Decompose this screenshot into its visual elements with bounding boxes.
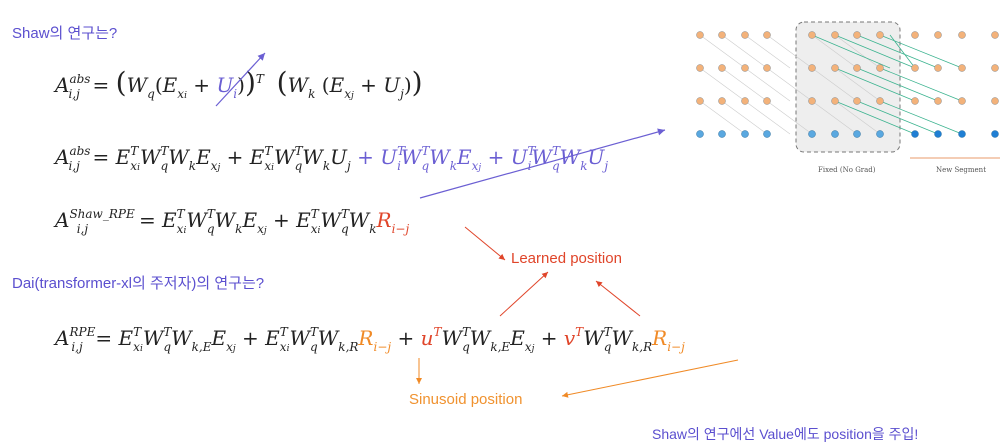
arrow-u-to-learned — [499, 271, 549, 317]
arrow-rij2-to-sinusoid — [561, 359, 739, 398]
sinusoid-position-label: Sinusoid position — [409, 391, 523, 408]
value-position-note: Shaw의 연구에선 Value에도 position을 주입! — [652, 426, 919, 442]
heading-shaw: Shaw의 연구는? — [12, 25, 118, 42]
equation-abs-1: Aabsi,j = (Wq(Exi + Ui))T (Wk (Exj + Uj)… — [55, 66, 423, 101]
equation-shaw-rpe: AShaw_RPEi,j = ETxiWTqWkExj + ETxiWTqWkR… — [55, 207, 410, 236]
strike-ui-arrow — [215, 52, 266, 107]
heading-dai: Dai(transformer-xl의 주저자)의 연구는? — [12, 275, 265, 292]
arrow-v-to-learned — [595, 280, 641, 317]
diagram-connections — [699, 34, 881, 135]
diagram-input-nodes — [696, 130, 999, 138]
equation-abs-2: Aabsi,j = ETxiWTqWkExj + ETxiWTqWkUj + U… — [55, 144, 609, 173]
diagram-green-connections — [811, 34, 963, 135]
equation-rpe: ARPEi,j = ETxiWTqWk,EExj + ETxiWTqWk,RRi… — [55, 325, 685, 354]
learned-position-label: Learned position — [511, 250, 622, 267]
strike-terms-arrow — [419, 128, 666, 199]
diagram-hidden-nodes — [696, 31, 999, 105]
new-segment-label: New Segment — [936, 166, 987, 174]
fixed-segment-label: Fixed (No Grad) — [818, 166, 876, 174]
fixed-segment-box — [795, 21, 901, 153]
arrow-rij-to-learned — [464, 226, 506, 261]
